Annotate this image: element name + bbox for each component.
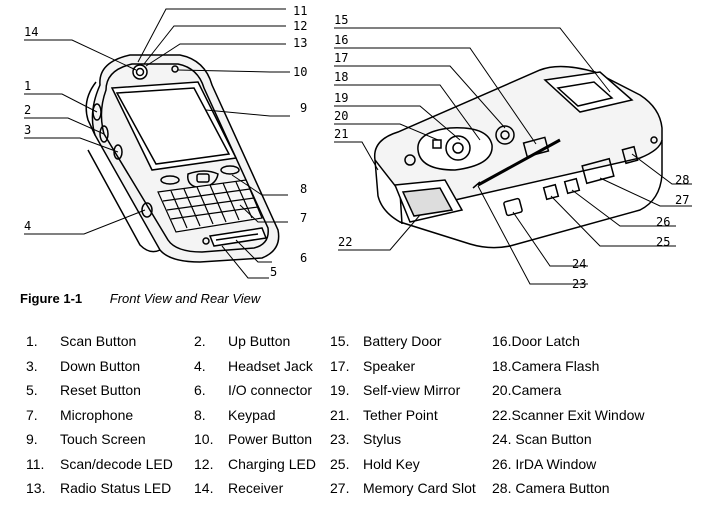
legend-number: 4. (194, 357, 206, 374)
legend-number: 9. (26, 431, 38, 447)
legend-label: 20.Camera (492, 382, 562, 398)
callout-17: 17 (334, 51, 348, 65)
front-callout-labels: 14 1 2 3 4 5 6 7 8 9 10 11 12 13 (24, 4, 307, 279)
callout-14: 14 (24, 25, 38, 39)
legend-number: 14. (194, 480, 214, 496)
legend-label: Scan Button (60, 333, 137, 349)
legend-label: I/O connector (228, 382, 313, 398)
legend-label: Touch Screen (60, 431, 146, 447)
legend-label: 18.Camera Flash (492, 357, 600, 374)
legend-label: Charging LED (228, 455, 316, 472)
legend-label: 28. Camera Button (492, 480, 610, 496)
legend-label: Reset Button (60, 382, 141, 398)
legend-number: 6. (194, 382, 206, 398)
callout-16: 16 (334, 33, 348, 47)
callout-18: 18 (334, 70, 348, 84)
legend-label: Down Button (60, 357, 141, 374)
legend-row: 3. Down Button 4. Headset Jack 17. Speak… (0, 358, 715, 382)
legend-label: Tether Point (363, 406, 438, 423)
legend-number: 12. (194, 455, 214, 472)
callout-7: 7 (300, 211, 307, 225)
rear-leader-lines (334, 27, 692, 285)
callout-8: 8 (300, 182, 307, 196)
legend-number: 21. (330, 406, 350, 423)
legend-number: 1. (26, 333, 38, 349)
legend-label: Headset Jack (228, 357, 313, 374)
legend-label: Up Button (228, 333, 291, 349)
figure-caption: Figure 1-1 Front View and Rear View (20, 291, 260, 306)
device-drawings: 14 1 2 3 4 5 6 7 8 9 10 11 12 13 15 16 1… (24, 4, 692, 290)
legend-number: 8. (194, 406, 206, 423)
legend-number: 3. (26, 357, 38, 374)
legend-label: Radio Status LED (60, 480, 172, 496)
legend-label: Receiver (228, 480, 284, 496)
legend-row: 11. Scan/decode LED 12. Charging LED 25.… (0, 456, 715, 480)
figure-title: Front View and Rear View (109, 291, 261, 306)
legend-label: 26. IrDA Window (492, 455, 597, 472)
legend-label: Memory Card Slot (363, 480, 476, 496)
callout-2: 2 (24, 103, 31, 117)
callout-9: 9 (300, 101, 307, 115)
legend-label: Battery Door (363, 333, 442, 349)
legend-number: 5. (26, 382, 38, 398)
front-view-device (85, 54, 280, 263)
legend-label: Scan/decode LED (60, 455, 173, 472)
callout-1: 1 (24, 79, 31, 93)
legend-label: 24. Scan Button (492, 431, 592, 447)
legend-number: 23. (330, 431, 350, 447)
legend-number: 7. (26, 406, 38, 423)
device-figure: 14 1 2 3 4 5 6 7 8 9 10 11 12 13 15 16 1… (24, 4, 692, 290)
legend-number: 13. (26, 480, 46, 496)
legend-number: 17. (330, 357, 350, 374)
figure-number: Figure 1-1 (20, 291, 83, 306)
legend-number: 27. (330, 480, 350, 496)
callout-25: 25 (656, 235, 670, 249)
callout-15: 15 (334, 13, 348, 27)
callout-10: 10 (293, 65, 307, 79)
legend-number: 2. (194, 333, 206, 349)
legend-number: 19. (330, 382, 350, 398)
callout-21: 21 (334, 127, 348, 141)
legend-number: 10. (194, 431, 214, 447)
legend-row: 7. Microphone 8. Keypad 21. Tether Point… (0, 407, 715, 431)
callout-24: 24 (572, 257, 586, 271)
callout-20: 20 (334, 109, 348, 123)
legend-label: 16.Door Latch (492, 333, 580, 349)
rear-callout-labels: 15 16 17 18 19 20 21 22 23 24 25 26 27 2… (334, 13, 689, 290)
callout-6: 6 (300, 251, 307, 265)
rear-view-device (373, 65, 663, 249)
legend-label: Self-view Mirror (363, 382, 461, 398)
legend-number: 25. (330, 455, 350, 472)
callout-22: 22 (338, 235, 352, 249)
legend-number: 15. (330, 333, 350, 349)
legend-label: Keypad (228, 406, 276, 423)
legend-label: Stylus (363, 431, 402, 447)
legend-label: Power Button (228, 431, 313, 447)
legend-label: Hold Key (363, 455, 420, 472)
callout-23: 23 (572, 277, 586, 290)
callout-19: 19 (334, 91, 348, 105)
legend-label: 22.Scanner Exit Window (492, 406, 645, 423)
callout-12: 12 (293, 19, 307, 33)
legend-row: 1. Scan Button 2. Up Button 15. Battery … (0, 333, 715, 357)
legend-number: 11. (26, 455, 45, 472)
callout-11: 11 (293, 4, 307, 18)
front-leader-lines (24, 8, 290, 279)
callout-27: 27 (675, 193, 689, 207)
legend-row: 13. Radio Status LED 14. Receiver 27. Me… (0, 480, 715, 504)
callout-13: 13 (293, 36, 307, 50)
callout-28: 28 (675, 173, 689, 187)
legend-label: Microphone (60, 406, 134, 423)
legend-row: 9. Touch Screen 10. Power Button 23. Sty… (0, 431, 715, 455)
legend-row: 5. Reset Button 6. I/O connector 19. Sel… (0, 382, 715, 406)
callout-26: 26 (656, 215, 670, 229)
legend-label: Speaker (363, 357, 416, 374)
callout-4: 4 (24, 219, 31, 233)
callout-5: 5 (270, 265, 277, 279)
callout-3: 3 (24, 123, 31, 137)
